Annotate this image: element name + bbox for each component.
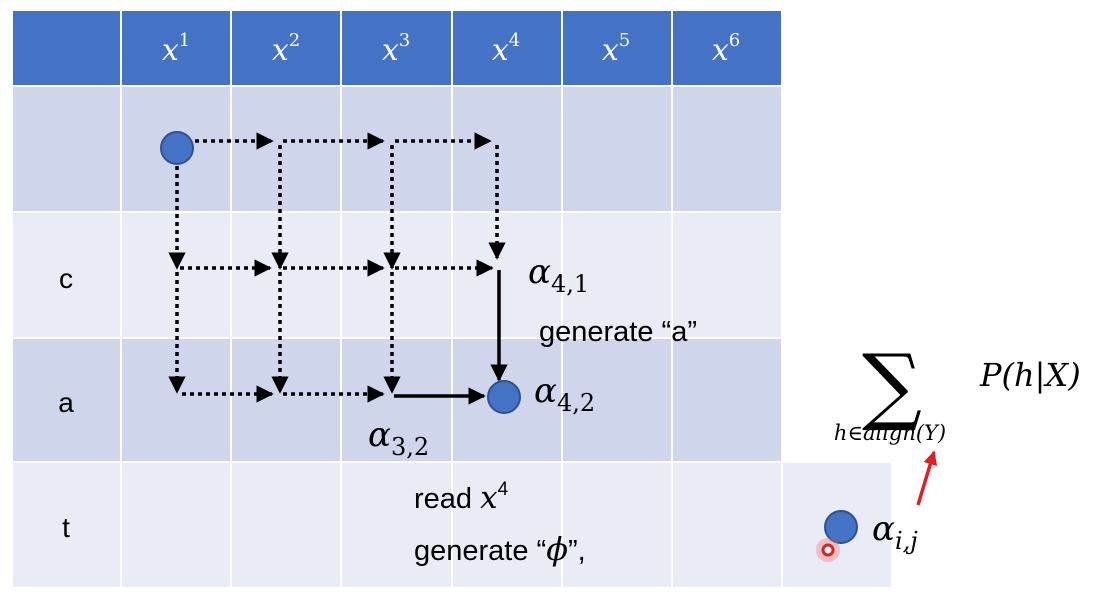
table-cell	[671, 85, 783, 213]
label-alpha-3-2: α3,2	[368, 415, 429, 461]
header-x3: x3	[382, 30, 410, 68]
start-node	[160, 131, 194, 165]
table-cell	[340, 85, 453, 213]
table-cell	[230, 337, 342, 463]
table-cell	[120, 461, 232, 589]
table-cell	[11, 85, 122, 213]
table-cell	[561, 211, 673, 339]
table-cell	[561, 337, 673, 463]
table-cell	[230, 85, 342, 213]
cursor-ring	[821, 543, 835, 557]
table-cell	[561, 85, 673, 213]
node-alpha-i-j	[824, 510, 858, 544]
node-alpha-4-2	[487, 380, 521, 414]
table-cell	[340, 337, 453, 463]
header-x1: x1	[162, 30, 190, 68]
table-cell	[340, 211, 453, 339]
sum-subscript: h∈align(Y)	[834, 421, 946, 445]
row-label-a: a	[58, 387, 74, 418]
sum-formula: ∑ h∈align(Y) P(h|X)	[834, 336, 1081, 445]
table-cell	[11, 461, 122, 589]
header-x6: x6	[712, 30, 740, 68]
annotation-read-x4: read x4	[414, 479, 509, 516]
solid-paths	[394, 270, 508, 405]
table-cell	[671, 337, 783, 463]
annotation-generate-phi: generate “ϕ”,	[414, 530, 586, 568]
table-cell	[230, 211, 342, 339]
table-cell	[561, 461, 673, 589]
table-cell	[451, 211, 563, 339]
header-cell	[120, 9, 232, 87]
row-label-t: t	[62, 512, 70, 543]
alignment-table	[11, 9, 893, 589]
table-cell	[11, 337, 122, 463]
row-labels: c a t	[58, 263, 74, 543]
table-cell	[671, 211, 783, 339]
table-cell	[340, 461, 453, 589]
header-x5: x5	[602, 30, 630, 68]
label-alpha-4-2: α4,2	[534, 371, 595, 417]
header-x4: x4	[492, 30, 520, 68]
pointer-arrow	[916, 450, 938, 506]
table-cell	[120, 337, 232, 463]
table-cell	[451, 85, 563, 213]
table-cell	[230, 461, 342, 589]
header-labels: x1 x2 x3 x4 x5 x6	[162, 30, 740, 68]
header-cell	[11, 9, 122, 87]
header-x2: x2	[272, 30, 300, 68]
probability-term: P(h|X)	[979, 356, 1081, 394]
sum-symbol: ∑	[862, 336, 922, 434]
label-alpha-i-j: αi,j	[872, 509, 918, 555]
label-alpha-4-1: α4,1	[528, 252, 589, 298]
row-label-c: c	[59, 263, 73, 294]
header-cell	[561, 9, 673, 87]
table-cell	[671, 461, 783, 589]
dotted-paths	[168, 132, 506, 403]
annotation-generate-a: generate “a”	[539, 316, 697, 348]
